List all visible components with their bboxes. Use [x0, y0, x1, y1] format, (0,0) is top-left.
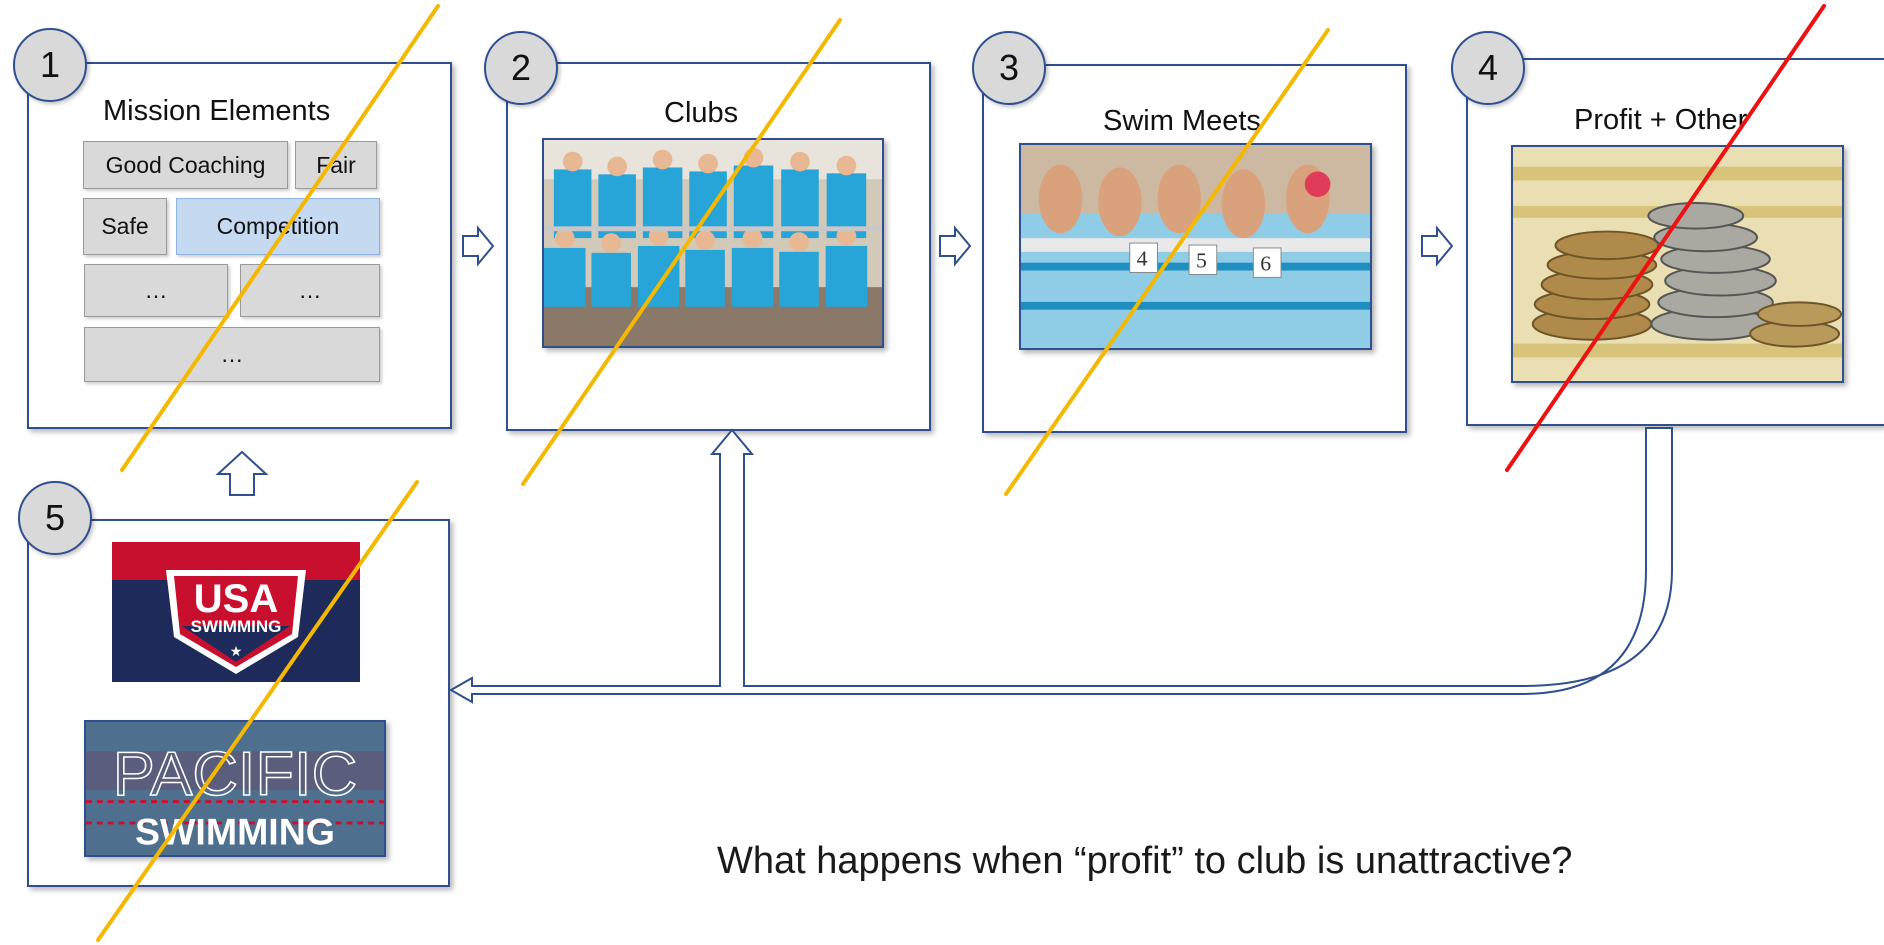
lane-number-4: 4: [1137, 247, 1148, 271]
pacific-logo-line2: SWIMMING: [135, 811, 335, 853]
usa-logo-line1: USA: [194, 577, 278, 621]
step-number-2: 2: [484, 31, 558, 105]
question-text: What happens when “profit” to club is un…: [717, 840, 1573, 882]
step-number-1: 1: [13, 28, 87, 102]
star-icon: ★: [230, 644, 243, 660]
step-number-4: 4: [1451, 31, 1525, 105]
step-number-5: 5: [18, 481, 92, 555]
lane-number-5: 5: [1196, 249, 1207, 273]
profit-photo: [1511, 145, 1844, 383]
tag-ellipsis-3: …: [84, 327, 380, 382]
pacific-swimming-logo: PACIFIC SWIMMING: [84, 720, 386, 857]
usa-swimming-logo: USA SWIMMING ★: [112, 542, 360, 682]
lane-number-6: 6: [1260, 252, 1271, 276]
pacific-logo-line1: PACIFIC: [113, 739, 357, 808]
clubs-title: Clubs: [664, 97, 739, 129]
tag-good-coaching: Good Coaching: [83, 141, 288, 189]
tag-competition: Competition: [176, 198, 380, 255]
up-arrow-icon: [215, 450, 269, 496]
tag-ellipsis-2: …: [240, 264, 380, 317]
swim-meets-photo: 4 5 6: [1019, 143, 1372, 350]
profit-title: Profit + Other: [1574, 104, 1748, 136]
right-arrow-icon: [462, 225, 495, 267]
right-arrow-icon: [939, 225, 972, 267]
swim-meets-title: Swim Meets: [1103, 105, 1261, 137]
tag-fair: Fair: [295, 141, 377, 189]
clubs-photo: [542, 138, 884, 348]
usa-logo-line2: SWIMMING: [191, 617, 282, 636]
flow-return-arrow-icon: [448, 427, 1673, 704]
tag-ellipsis-1: …: [84, 264, 228, 317]
mission-elements-title: Mission Elements: [103, 95, 331, 127]
step-number-3: 3: [972, 31, 1046, 105]
right-arrow-icon: [1421, 225, 1454, 267]
tag-safe: Safe: [83, 198, 167, 255]
